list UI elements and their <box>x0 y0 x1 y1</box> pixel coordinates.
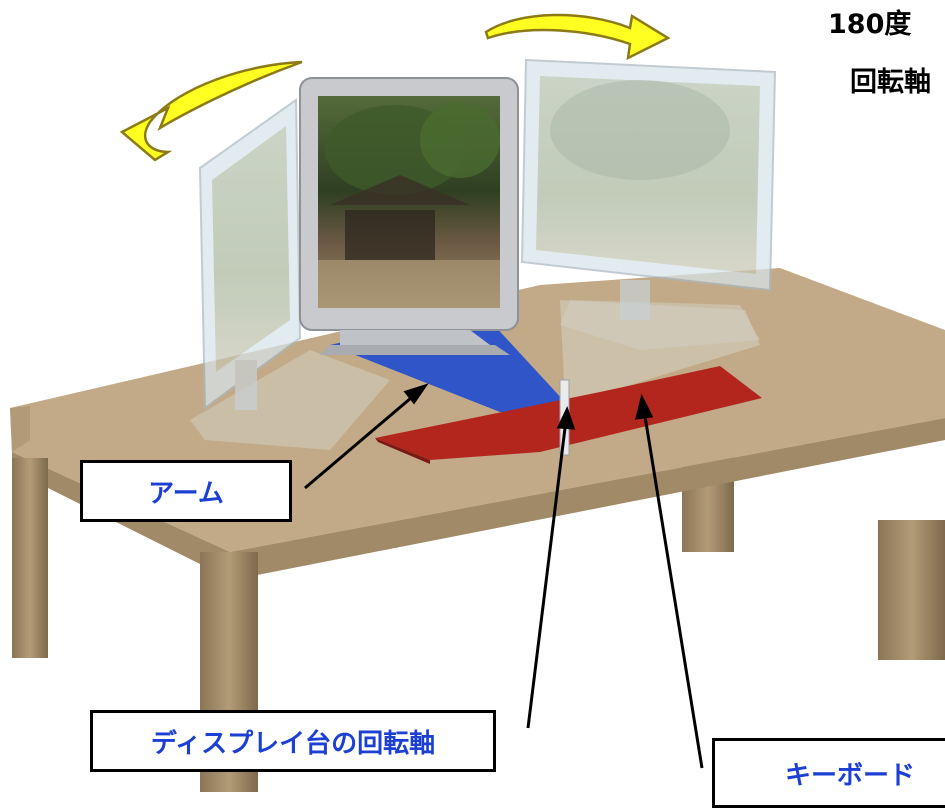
monitor-center <box>299 77 519 355</box>
rotation-arrow-right-icon <box>484 13 671 61</box>
monitor-left-ghost <box>198 98 302 410</box>
rotation-arrow-left-icon <box>119 60 303 162</box>
label-keyboard-text: キーボード <box>785 760 916 791</box>
rotation-title-line2: 回転軸 <box>850 67 931 98</box>
label-rotation-axis: ディスプレイ台の回転軸 <box>90 710 496 772</box>
label-rotation-axis-text: ディスプレイ台の回転軸 <box>150 728 436 759</box>
rotation-title-line1: 180度 <box>828 9 912 40</box>
arm-surface-right-ghost <box>560 300 760 402</box>
monitor-right-ghost <box>520 58 777 320</box>
pointer-lines <box>304 383 704 769</box>
label-arm: アーム <box>80 460 292 522</box>
label-arm-text: アーム <box>148 478 224 509</box>
